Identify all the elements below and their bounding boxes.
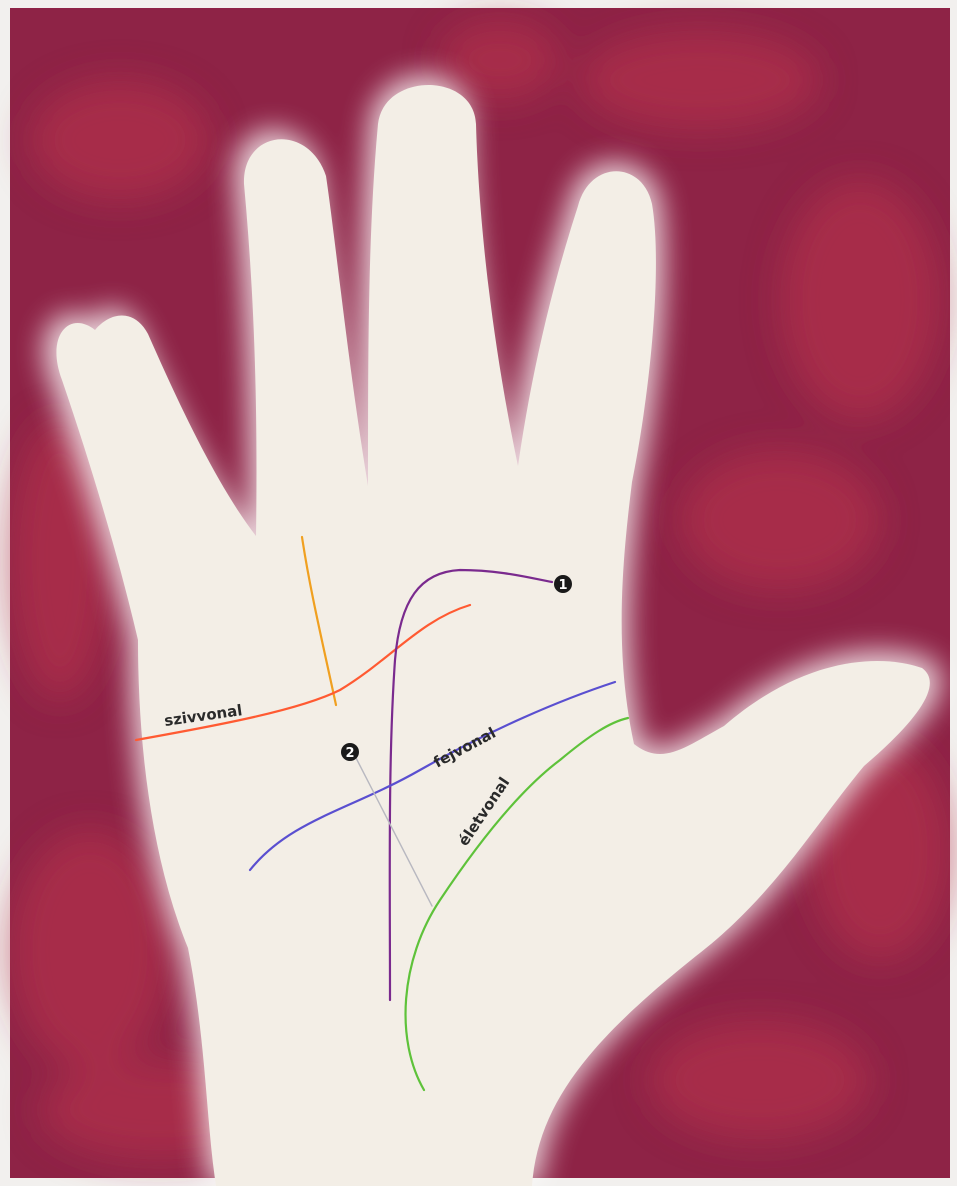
marker-2-number: 2 [345,746,354,761]
marker-2: 2 [341,743,359,761]
marker-1: 1 [554,575,572,593]
marker-1-number: 1 [558,578,567,593]
